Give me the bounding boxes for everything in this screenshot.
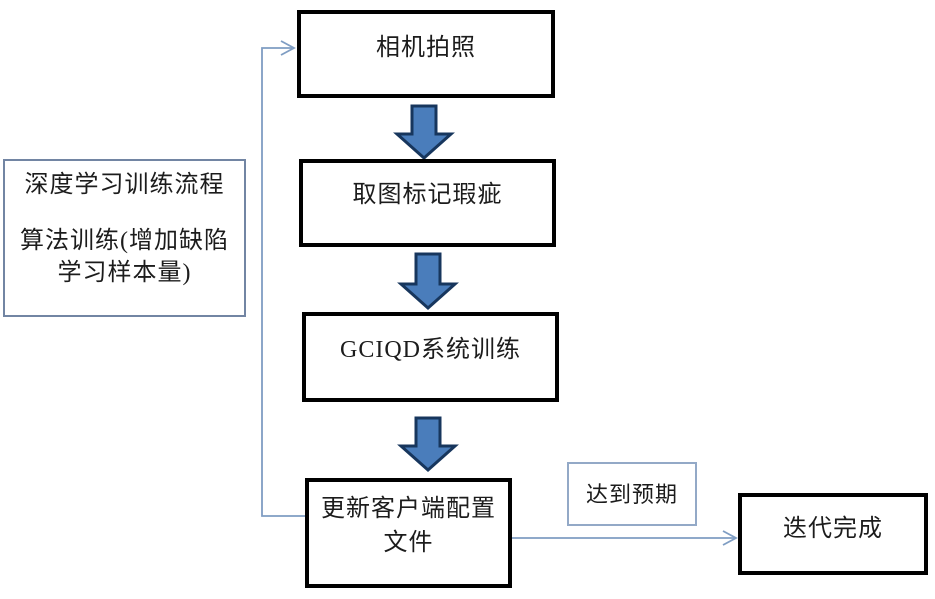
node-camera-photo-label: 相机拍照	[376, 35, 476, 61]
loop-arrowhead-right-icon	[280, 40, 296, 56]
node-iteration-done: 迭代完成	[738, 493, 928, 575]
node-system-training-label: GCIQD系统训练	[340, 337, 521, 363]
node-update-config-label-line1: 更新客户端配置	[321, 496, 496, 522]
done-arrowhead-right-icon	[722, 530, 738, 546]
label-expectation-met: 达到预期	[567, 462, 697, 526]
loop-connector-line	[261, 47, 305, 517]
down-block-arrow-icon-2	[397, 252, 459, 311]
note-body-line1: 算法训练(增加缺陷	[20, 228, 229, 254]
note-title: 深度学习训练流程	[24, 172, 225, 198]
node-mark-defects-label: 取图标记瑕疵	[352, 182, 503, 208]
down-block-arrow-icon-3	[397, 416, 459, 473]
down-block-arrow-icon-1	[393, 104, 455, 161]
label-expectation-met-text: 达到预期	[585, 482, 678, 507]
note-training-process: 深度学习训练流程 算法训练(增加缺陷 学习样本量)	[3, 159, 246, 317]
node-system-training: GCIQD系统训练	[302, 312, 559, 402]
note-body-line2: 学习样本量)	[57, 260, 192, 286]
node-camera-photo: 相机拍照	[297, 10, 555, 98]
node-mark-defects: 取图标记瑕疵	[299, 159, 556, 247]
node-update-config: 更新客户端配置 文件	[305, 478, 512, 588]
node-iteration-done-label: 迭代完成	[783, 516, 883, 542]
node-update-config-label-line2: 文件	[383, 530, 434, 556]
